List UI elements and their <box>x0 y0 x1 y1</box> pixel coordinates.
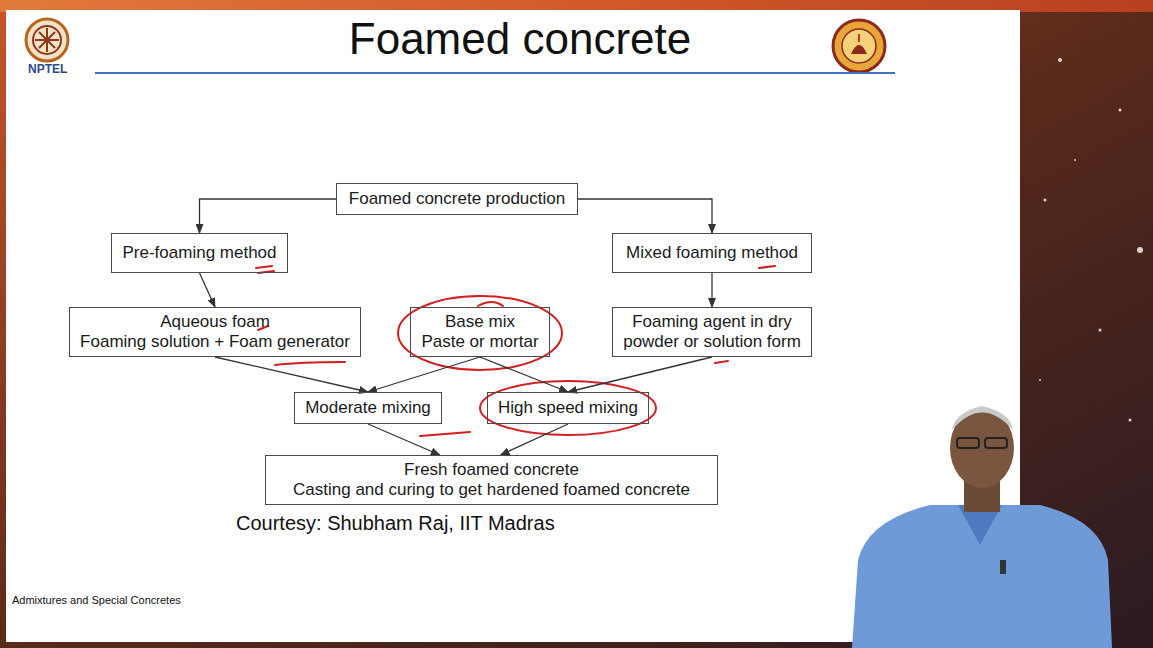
flow-arrow <box>568 357 712 392</box>
flow-arrow <box>215 357 368 392</box>
process-box: Base mixPaste or mortar <box>410 307 550 357</box>
box-text: Foamed concrete production <box>349 189 565 209</box>
process-box: Pre-foaming method <box>111 233 288 273</box>
box-text: Aqueous foam <box>160 312 270 332</box>
flow-arrow <box>200 273 216 307</box>
box-text: Paste or mortar <box>421 332 538 352</box>
flow-arrow <box>368 424 440 455</box>
box-text: Fresh foamed concrete <box>404 460 579 480</box>
flow-arrow <box>200 199 337 233</box>
flow-arrow <box>501 424 568 455</box>
course-footer: Admixtures and Special Concretes <box>12 594 181 606</box>
header-rule <box>95 72 895 74</box>
flow-arrow <box>711 273 712 307</box>
box-text: Mixed foaming method <box>626 243 798 263</box>
box-text: Moderate mixing <box>305 398 431 418</box>
process-box: Moderate mixing <box>294 392 442 424</box>
process-box: Foamed concrete production <box>336 183 578 215</box>
logo-caption: NPTEL <box>28 62 67 76</box>
credit-note: Courtesy: Shubham Raj, IIT Madras <box>236 512 555 535</box>
presenter-figure <box>852 406 1112 648</box>
box-text: Pre-foaming method <box>122 243 276 263</box>
flow-arrow <box>578 199 712 233</box>
process-box: Aqueous foamFoaming solution + Foam gene… <box>69 307 361 357</box>
nptel-logo <box>26 19 68 61</box>
process-box: Fresh foamed concreteCasting and curing … <box>265 455 718 505</box>
box-text: Foaming agent in dry powder or solution … <box>621 312 803 352</box>
process-box: Mixed foaming method <box>612 233 812 273</box>
sparkles <box>1039 58 1143 422</box>
flow-arrow <box>368 357 480 392</box>
box-text: Foaming solution + Foam generator <box>80 332 350 352</box>
iitm-logo <box>833 20 885 72</box>
box-text: Base mix <box>445 312 515 332</box>
flow-arrow <box>480 357 568 392</box>
box-text: Casting and curing to get hardened foame… <box>293 480 690 500</box>
slide-title: Foamed concrete <box>200 14 840 64</box>
process-box: Foaming agent in dry powder or solution … <box>612 307 812 357</box>
process-box: High speed mixing <box>487 392 649 424</box>
box-text: High speed mixing <box>498 398 638 418</box>
